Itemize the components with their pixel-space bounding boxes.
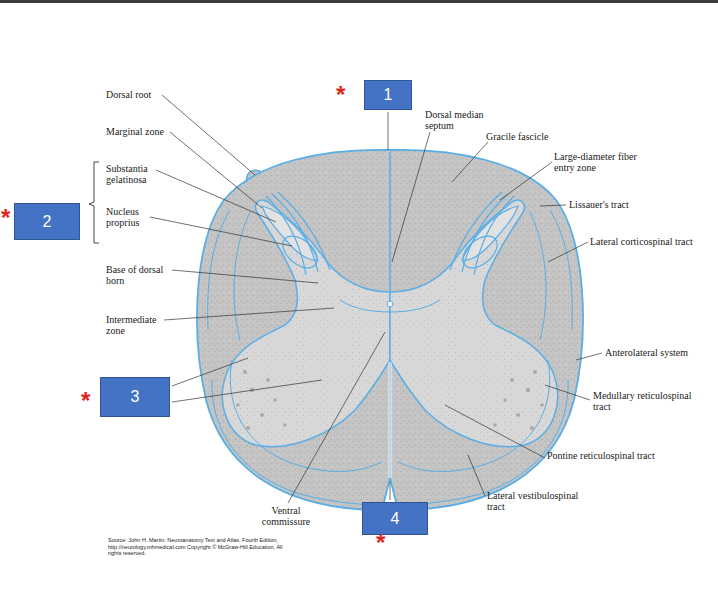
structure-label: Lateral corticospinal tract [590, 236, 693, 247]
leader-lines [162, 95, 255, 175]
motor-neurons [273, 398, 276, 401]
leader-lines [172, 358, 248, 386]
structure-label: Dorsal root [106, 89, 151, 100]
leader-lines [390, 482, 391, 500]
right-half [390, 192, 572, 505]
motor-neurons [283, 423, 287, 427]
tract-outline [390, 300, 440, 312]
structure-label: Lateral vestibulospinal tract [487, 490, 597, 512]
structure-label: Substantia gelatinosa [106, 163, 176, 185]
callout-number: 4 [391, 510, 400, 528]
source-note: Source: John H. Martin: Neuroanatomy Tex… [108, 537, 288, 557]
leader-lines [540, 205, 566, 206]
leader-lines [156, 170, 276, 222]
motor-neurons [266, 378, 270, 382]
structure-label: Gracile fascicle [486, 131, 548, 142]
motor-neurons [260, 413, 264, 417]
leader-lines [150, 95, 602, 503]
callout-box: 3 [100, 377, 170, 417]
asterisk-mark: * [1, 206, 10, 230]
motor-neurons [236, 370, 287, 430]
motor-neurons [503, 398, 506, 401]
motor-neurons [533, 370, 537, 374]
ventral-fissure [390, 362, 391, 478]
structure-label: Marginal zone [106, 126, 164, 137]
leader-lines [150, 217, 292, 246]
structure-label: Large-diameter fiber entry zone [554, 151, 659, 173]
callout-box: 2 [14, 203, 80, 240]
motor-neurons [510, 378, 514, 382]
structure-label: Base of dorsal horn [106, 264, 181, 286]
structure-label: Medullary reticulospinal tract [593, 390, 703, 412]
leader-lines [172, 270, 318, 283]
leader-lines [392, 132, 430, 262]
leader-lines [468, 455, 485, 496]
motor-neurons [236, 403, 240, 407]
structure-label: Anterolateral system [605, 347, 688, 358]
leader-lines [388, 112, 389, 150]
leader-lines [576, 353, 602, 360]
motor-neurons [516, 413, 520, 417]
callout-number: 3 [131, 388, 140, 406]
leader-lines [452, 142, 488, 182]
asterisk-mark: * [376, 531, 385, 555]
leader-lines [545, 385, 590, 400]
bracket [89, 162, 99, 243]
dorsal-septum [389, 152, 390, 292]
callout-number: 1 [384, 86, 393, 104]
callout-box: 4 [362, 502, 428, 535]
leader-lines [445, 405, 545, 458]
asterisk-mark: * [336, 83, 345, 107]
left-half [208, 192, 390, 505]
ventral-fissure [389, 362, 392, 478]
callout-box: 1 [364, 80, 412, 110]
tract-outline [340, 300, 390, 312]
motor-neurons [493, 423, 497, 427]
leader-lines [170, 132, 262, 208]
asterisk-mark: * [81, 389, 90, 413]
motor-neurons [243, 370, 247, 374]
tract-outline [530, 210, 572, 340]
motor-neurons [530, 426, 534, 430]
central-canal [387, 301, 393, 307]
structure-label: Ventral commissure [254, 505, 318, 527]
motor-neurons [246, 426, 250, 430]
structure-label: Lissauer's tract [569, 199, 629, 210]
leader-lines [288, 332, 385, 503]
callout-number: 2 [43, 213, 52, 231]
structure-label: Intermediate zone [106, 314, 174, 336]
motor-neurons [540, 403, 544, 407]
gray-matter [390, 200, 558, 446]
structure-label: Nucleus proprius [106, 206, 168, 228]
structure-label: Pontine reticulospinal tract [547, 450, 657, 461]
root-fibers [266, 192, 330, 275]
leader-lines [500, 162, 552, 200]
motor-neurons [526, 388, 530, 392]
cord-outline [197, 150, 583, 510]
leader-lines [172, 380, 322, 402]
top-bar [0, 0, 718, 3]
root-fibers [450, 192, 514, 275]
tract-outline [398, 360, 568, 505]
motor-neurons [493, 370, 544, 430]
structure-label: Dorsal median septum [425, 109, 497, 131]
leader-lines [548, 242, 588, 262]
leader-lines [164, 308, 334, 320]
